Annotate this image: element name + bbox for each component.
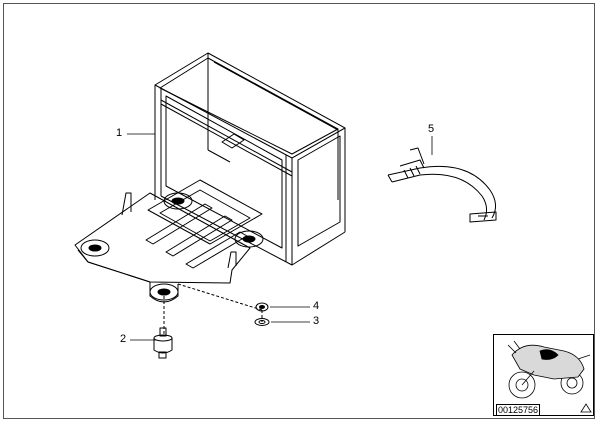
rubber-mount[interactable] <box>153 327 173 359</box>
cage-bottom-edge <box>160 195 346 266</box>
cage-back-face <box>213 61 339 200</box>
thumb-front-wheel <box>508 371 536 399</box>
cage-front-crossbar <box>160 99 293 177</box>
cage-clip <box>221 133 245 149</box>
vehicle-thumbnail <box>493 334 594 416</box>
callout-4[interactable]: 4 <box>313 300 320 312</box>
mount-hole-right <box>234 230 264 248</box>
mount-hole-left <box>163 192 193 210</box>
tray-slot-1 <box>145 203 213 245</box>
washer[interactable] <box>254 318 270 326</box>
callout-3[interactable]: 3 <box>313 315 320 327</box>
thumb-battery-location <box>539 349 559 360</box>
battery-holder[interactable] <box>74 52 346 303</box>
tray-plate <box>147 179 263 245</box>
callout-1[interactable]: 1 <box>116 127 123 139</box>
mount-hole-front <box>80 239 110 257</box>
tray-plate-inner <box>159 189 251 242</box>
diagram-frame <box>3 3 595 419</box>
callout-5[interactable]: 5 <box>428 123 435 135</box>
nut[interactable] <box>255 302 269 312</box>
thumb-fairing <box>511 344 585 380</box>
cage-front-window <box>165 95 283 249</box>
base-tray-lip <box>77 249 151 283</box>
catalog-number: 00125756 <box>496 404 541 416</box>
leader-lines <box>127 133 433 341</box>
callout-2[interactable]: 2 <box>120 333 127 345</box>
cage-top-rim-inner <box>159 57 339 155</box>
side-tab-right <box>227 251 237 269</box>
assembly-lines <box>163 283 263 336</box>
strap[interactable] <box>387 147 497 223</box>
tray-slot-2 <box>165 215 233 257</box>
cage-side-window <box>297 135 341 247</box>
side-tab-left <box>121 192 132 216</box>
